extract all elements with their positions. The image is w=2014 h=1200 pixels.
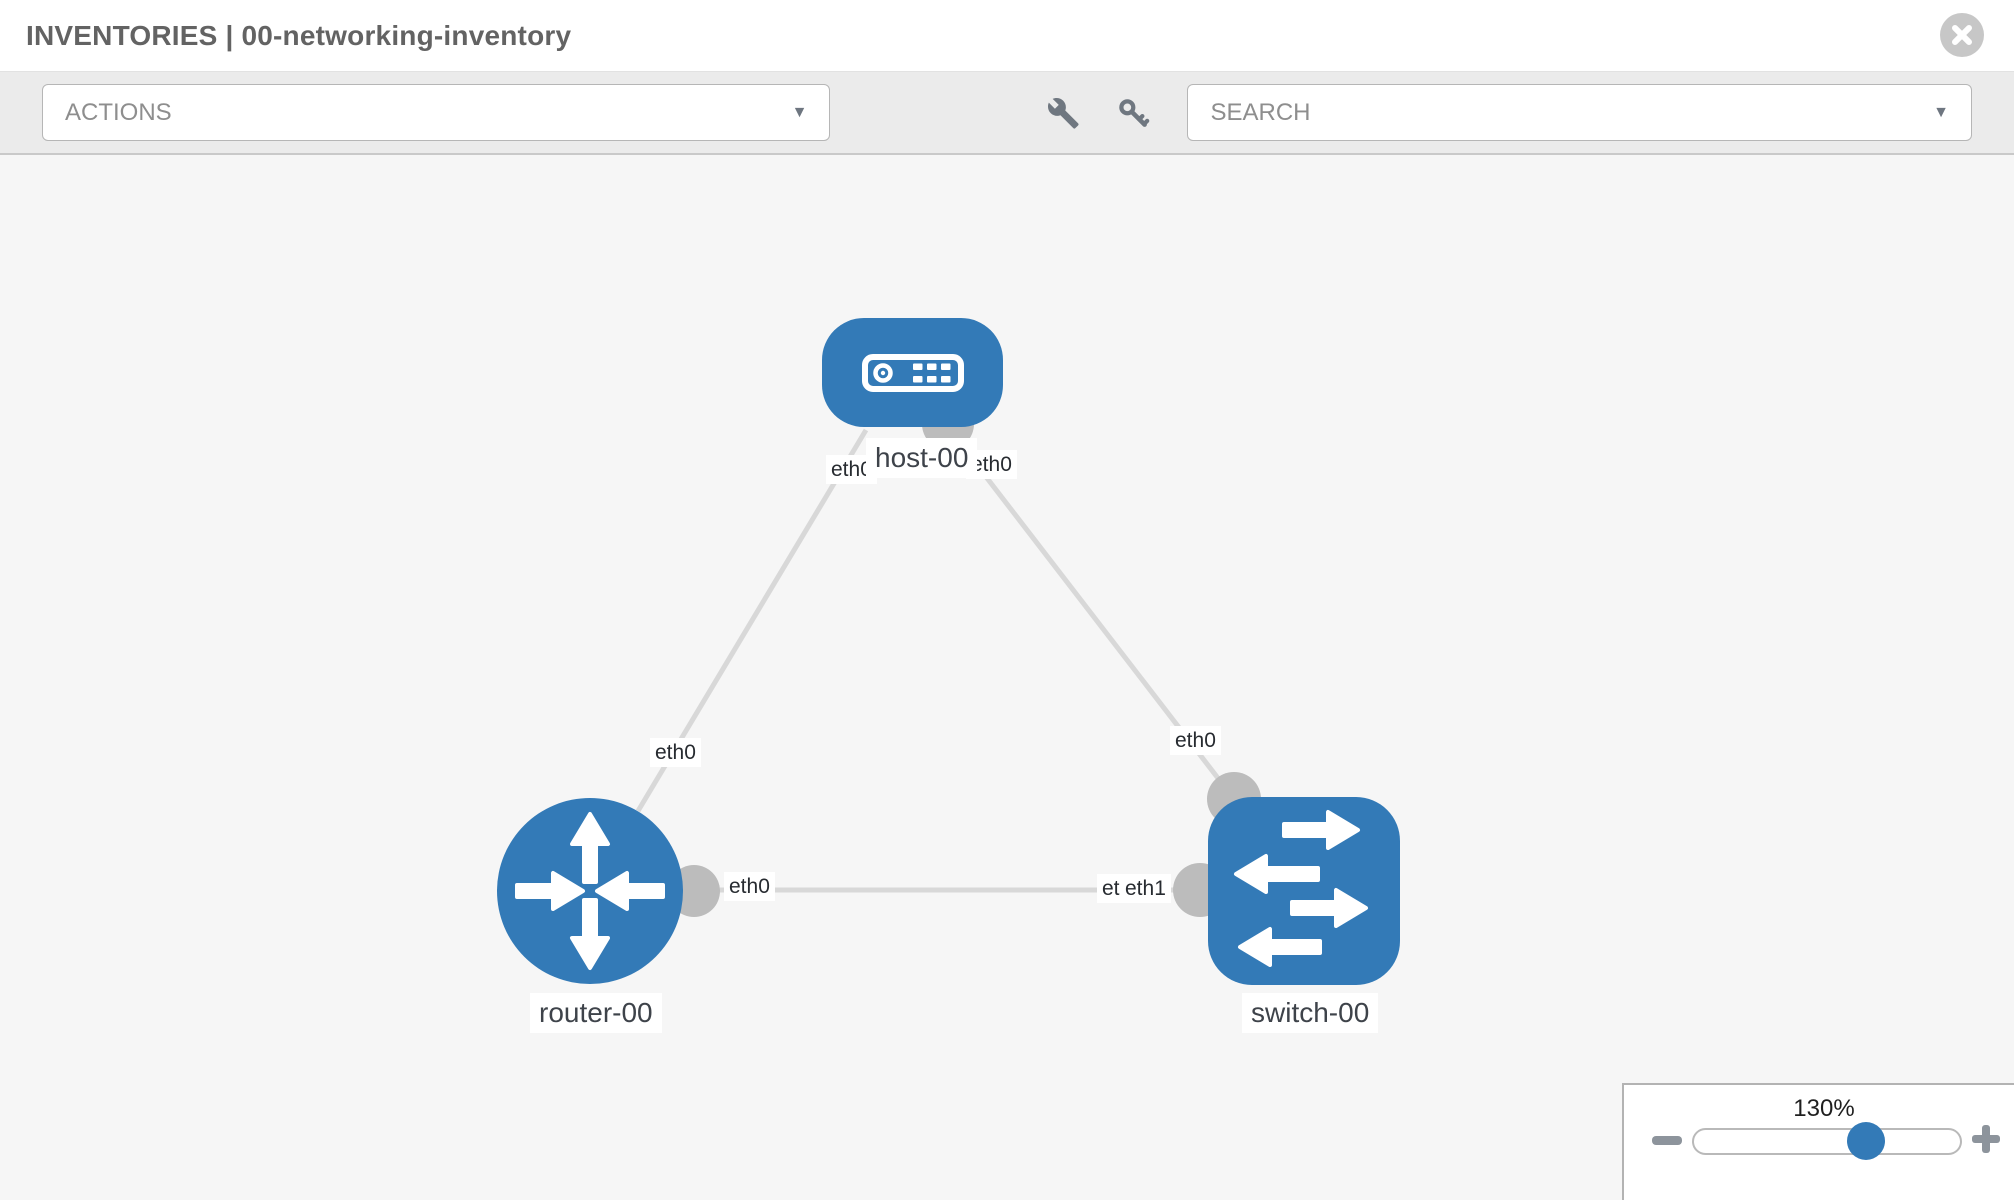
key-icon	[1119, 98, 1150, 127]
credentials-button[interactable]	[1115, 95, 1151, 131]
node-switch-00[interactable]	[1208, 797, 1400, 985]
page-title: INVENTORIES | 00-networking-inventory	[26, 19, 572, 51]
links-layer	[635, 398, 1261, 917]
iface-label-router-to-switch: eth0	[724, 872, 775, 902]
caret-down-icon: ▼	[791, 103, 808, 121]
iface-label-switch-to-router: eth1	[1120, 874, 1171, 904]
zoom-slider-track[interactable]	[1692, 1122, 1962, 1160]
toolbar: ACTIONS ▼ SEARCH ▼	[0, 72, 2014, 155]
header: INVENTORIES | 00-networking-inventory	[0, 0, 2014, 72]
close-button[interactable]	[1940, 13, 1984, 57]
wrench-icon	[1048, 97, 1080, 129]
node-host-00[interactable]	[822, 318, 1003, 427]
iface-label-switch-to-host: eth0	[1170, 726, 1221, 756]
close-icon	[1952, 25, 1972, 45]
zoom-level: 130%	[1793, 1095, 1855, 1122]
switch-icon	[1234, 810, 1368, 967]
node-label-router: router-00	[530, 993, 662, 1033]
router-icon	[515, 812, 665, 970]
search-dropdown[interactable]: SEARCH ▼	[1187, 84, 1972, 141]
caret-down-icon: ▼	[1933, 103, 1949, 121]
node-router-00[interactable]	[497, 798, 683, 984]
zoom-out-button minus-icon[interactable]	[1652, 1136, 1682, 1145]
iface-label-router-to-host: eth0	[650, 738, 701, 768]
actions-dropdown[interactable]: ACTIONS ▼	[42, 84, 831, 141]
zoom-slider-thumb[interactable]	[1847, 1122, 1885, 1160]
zoom-slider-row	[1624, 1117, 2014, 1173]
node-label-switch: switch-00	[1242, 993, 1379, 1033]
zoom-panel: 130%	[1622, 1083, 2014, 1200]
node-label-host: host-00	[866, 438, 978, 478]
configure-button[interactable]	[1045, 95, 1081, 131]
topology-canvas[interactable]: host-00 router-00 switch-00 eth0 eth0 et…	[0, 155, 2014, 1200]
actions-dropdown-label: ACTIONS	[65, 98, 172, 126]
zoom-in-button plus-icon[interactable]	[1968, 1121, 2004, 1157]
host-icon	[861, 353, 964, 392]
tool-icons	[1045, 95, 1151, 131]
search-placeholder: SEARCH	[1210, 98, 1311, 126]
